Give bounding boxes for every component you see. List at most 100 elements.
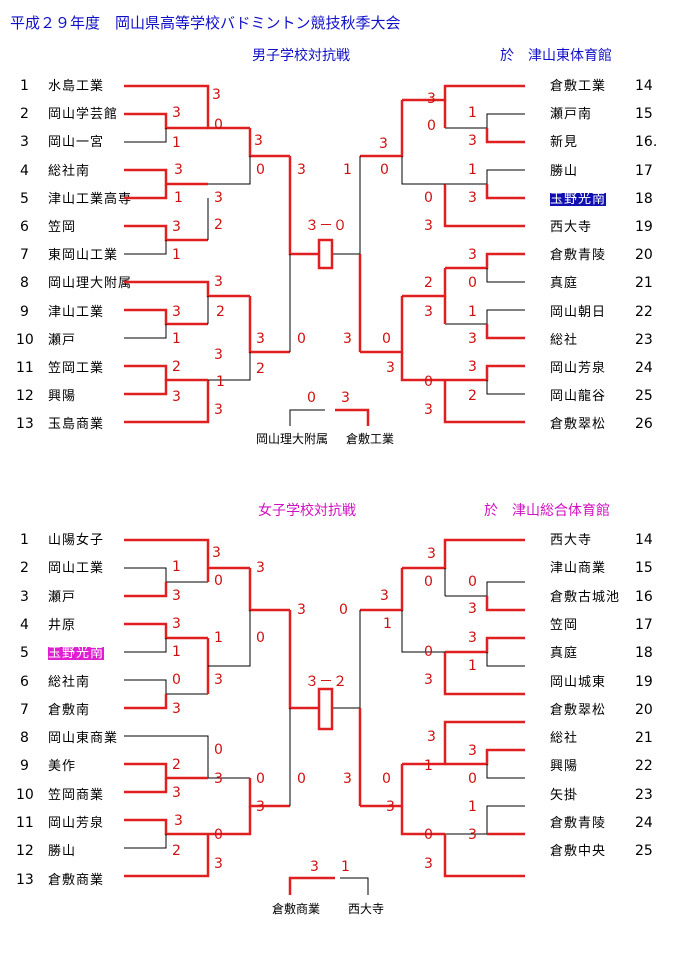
match-score: 0	[256, 771, 265, 787]
match-score: 3	[468, 190, 477, 206]
team-number: 17	[635, 162, 653, 179]
match-score: 3	[212, 545, 221, 561]
team-name: 倉敷南	[48, 702, 91, 718]
match-score: 3	[379, 136, 388, 152]
team-name: 新見	[550, 135, 579, 151]
team-name: 笠岡工業	[48, 361, 105, 376]
team-name: 笠岡商業	[48, 787, 105, 803]
match-score: 0	[172, 672, 181, 688]
team-number: 10	[16, 331, 34, 348]
team-number: 20	[635, 247, 653, 264]
bracket-line	[445, 636, 525, 654]
match-score: 3	[468, 247, 477, 263]
team-number: 21	[635, 275, 653, 292]
team-number: 2	[20, 106, 29, 123]
men-heading: 男子学校対抗戦	[252, 48, 350, 64]
bracket-line	[124, 567, 208, 583]
team-number: 13	[16, 871, 34, 888]
team-number: 23	[635, 331, 653, 348]
team-number: 25	[635, 388, 653, 405]
team-name: 岡山芳泉	[550, 361, 607, 376]
team-name: 総社南	[48, 163, 91, 179]
bracket-line	[485, 184, 525, 200]
bracket-line	[486, 268, 525, 283]
team-name: 笠岡	[48, 220, 77, 235]
match-score: 0	[339, 602, 348, 618]
team-name: 倉敷中央	[550, 844, 607, 860]
women-third-left-score: 3	[310, 859, 319, 875]
bracket-line	[124, 778, 168, 794]
match-score: 3	[172, 105, 181, 121]
match-score: 3	[468, 743, 477, 759]
match-score: 3	[256, 799, 265, 815]
bracket-line	[360, 764, 404, 808]
team-name: 興陽	[48, 389, 77, 405]
match-score: 0	[382, 331, 391, 347]
team-number: 3	[20, 588, 29, 605]
match-score: 2	[172, 359, 181, 375]
team-number: 15	[635, 106, 653, 123]
team-number: 14	[635, 78, 653, 94]
team-name: 瀬戸	[48, 332, 77, 348]
bracket-line	[401, 610, 445, 653]
bracket-line	[332, 610, 361, 709]
men-third-right-score: 3	[341, 390, 350, 406]
team-name: 岡山理大附属	[48, 276, 133, 292]
bracket-line	[124, 224, 208, 242]
team-name: 岡山龍谷	[550, 389, 607, 405]
bracket-line	[124, 240, 167, 255]
match-score: 1	[172, 247, 181, 263]
bracket-line	[288, 610, 318, 710]
match-score: 3	[254, 133, 263, 149]
team-name: 岡山朝日	[550, 304, 607, 320]
team-name: 総社	[550, 332, 579, 348]
bracket-line	[124, 762, 208, 780]
match-score: 0	[380, 162, 389, 178]
match-score: 3	[468, 359, 477, 375]
match-score: 1	[468, 799, 477, 815]
team-number: 7	[20, 247, 29, 264]
match-score: 1	[424, 758, 433, 774]
match-score: 3	[468, 133, 477, 149]
women-third-right: 西大寺	[348, 902, 385, 916]
bracket-line	[486, 652, 525, 667]
match-score: 3	[468, 331, 477, 347]
bracket-line	[402, 720, 525, 766]
bracket-line	[124, 112, 208, 130]
team-name: 倉敷商業	[48, 872, 105, 888]
match-score: 3	[297, 162, 306, 178]
bracket-line	[485, 596, 525, 612]
match-score: 3	[386, 799, 395, 815]
team-number: 26	[635, 416, 653, 433]
match-score: 3	[214, 856, 223, 872]
team-number: 25	[635, 843, 653, 860]
team-number: 18	[635, 190, 653, 207]
team-number: 6	[20, 673, 29, 690]
bracket-line	[360, 296, 404, 354]
team-name: 西大寺	[550, 533, 593, 548]
team-number: 12	[16, 388, 34, 405]
match-score: 0	[297, 331, 306, 347]
match-score: 0	[424, 374, 433, 390]
bracket-line	[445, 113, 525, 129]
team-name: 岡山城東	[550, 674, 607, 690]
match-score: 0	[468, 771, 477, 787]
match-score: 3	[256, 331, 265, 347]
women-final-score: ３－２	[305, 674, 347, 690]
bracket-line	[124, 380, 210, 424]
team-number: 8	[20, 275, 29, 292]
bracket-line	[124, 818, 208, 836]
team-name: 岡山一宮	[48, 135, 105, 151]
bracket-line	[443, 380, 525, 424]
bracket-line	[124, 834, 167, 849]
bracket-line	[124, 582, 168, 598]
bracket-line	[124, 679, 208, 695]
match-score: 2	[214, 217, 223, 233]
match-score: 1	[172, 135, 181, 151]
team-name: 瀬戸	[48, 589, 77, 605]
team-number: 6	[20, 219, 29, 235]
match-score: 3	[172, 389, 181, 405]
final-box	[317, 238, 334, 270]
team-number: 14	[635, 532, 653, 548]
match-score: 3	[380, 588, 389, 604]
